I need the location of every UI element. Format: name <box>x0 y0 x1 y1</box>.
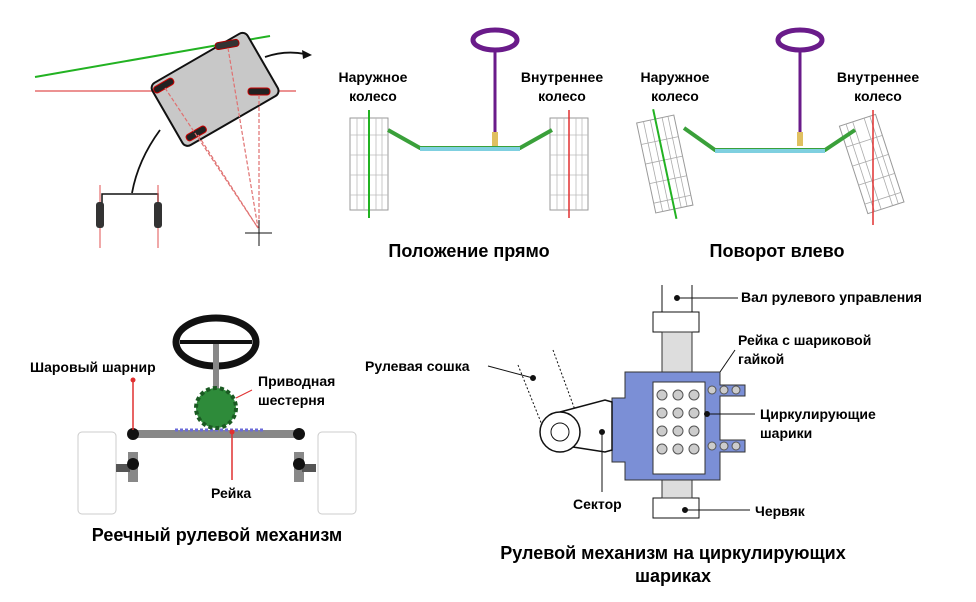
straight-position-title: Положение прямо <box>388 241 550 261</box>
rack-label: Рейка <box>211 485 252 501</box>
ball-joint-label: Шаровый шарнир <box>30 359 156 375</box>
pitman-arm-label: Рулевая сошка <box>365 358 470 374</box>
left-turn-diagram <box>636 27 905 225</box>
rack-and-pinion-diagram <box>77 314 357 515</box>
steering-shaft-label: Вал рулевого управления <box>741 289 922 305</box>
left-turn-title: Поворот влево <box>709 241 845 261</box>
rack-pinion-title: Реечный рулевой механизм <box>91 525 343 545</box>
straight-position-diagram <box>349 27 589 218</box>
recirculating-ball-diagram <box>487 285 755 519</box>
worm-label: Червяк <box>755 503 805 519</box>
sector-label: Сектор <box>573 496 622 512</box>
turning-geometry-diagram <box>34 31 312 248</box>
